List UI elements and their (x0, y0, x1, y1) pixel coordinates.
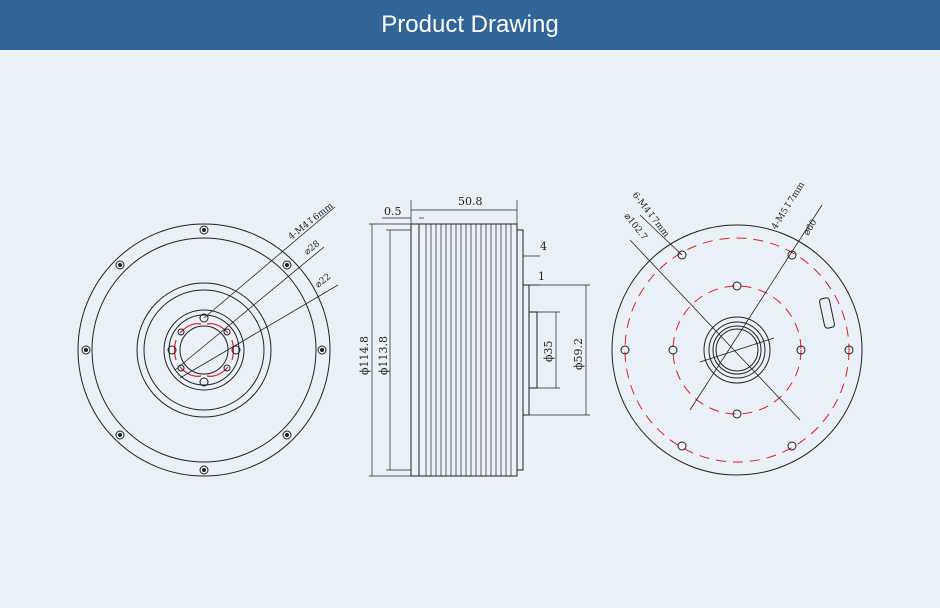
front-bore (179, 325, 229, 375)
back-slot (819, 297, 835, 329)
back-dia-inner-circle: ⌀60 (802, 218, 820, 238)
product-drawing: 4-M4↧6mm ⌀28 ⌀22 (77, 180, 863, 477)
page-title: Product Drawing (381, 11, 559, 38)
front-hub-outer (136, 282, 272, 418)
side-dim-length: 50.8 (458, 195, 483, 208)
back-callout-inner-holes: 4-M5↧7mm (770, 180, 807, 232)
side-dim-step1: 4 (540, 240, 547, 253)
side-step (516, 229, 524, 471)
side-dim-flange: 0.5 (384, 205, 402, 218)
header-bar: Product Drawing (0, 0, 940, 50)
side-fins (425, 224, 512, 476)
front-boss-inner (168, 314, 240, 386)
side-body (418, 223, 518, 477)
side-shaft (528, 311, 538, 389)
back-dia-outer-circle: ⌀102.7 (622, 212, 649, 243)
front-rim-screws (81, 225, 327, 475)
back-inner-bolt-circle (672, 285, 802, 415)
back-view (611, 204, 863, 476)
side-dia-shaft: ϕ35 (542, 341, 555, 363)
back-outer-rim (611, 224, 863, 476)
front-boss-outer (163, 309, 245, 391)
side-view (369, 200, 590, 477)
back-boss-inner (712, 325, 762, 375)
back-boss-outer (703, 316, 771, 384)
back-bore (715, 328, 759, 372)
front-dia-hub: ⌀22 (314, 272, 333, 290)
side-dia-body: ϕ113.8 (377, 336, 390, 375)
side-dia-boss: ϕ59.2 (572, 338, 585, 370)
side-flange (410, 223, 420, 477)
side-dia-outer: ϕ114.8 (358, 336, 371, 375)
side-boss (522, 284, 530, 416)
front-view (77, 206, 339, 477)
front-hub-ring (143, 289, 265, 411)
front-callout-holes: 4-M4↧6mm (287, 201, 336, 242)
back-boss-mid (708, 321, 766, 379)
side-dim-step2: 1 (538, 270, 545, 283)
front-outer-rim (77, 223, 331, 477)
front-inner-rim (91, 237, 317, 463)
front-red-slots (173, 323, 235, 377)
back-outer-bolt-circle (624, 237, 850, 463)
side-dim-lines (369, 200, 590, 477)
front-dia-inner: ⌀28 (303, 239, 323, 257)
